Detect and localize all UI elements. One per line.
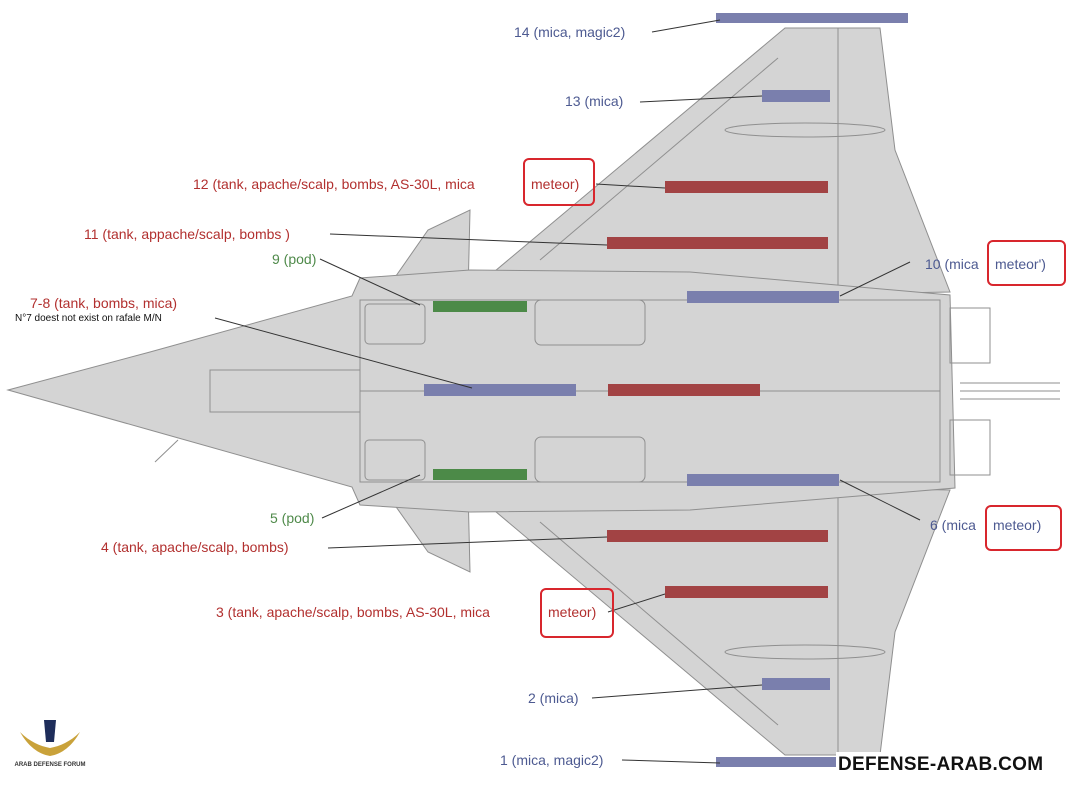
station-11-bar (607, 237, 828, 249)
station-10-bar (687, 291, 839, 303)
station-2-label: 2 (mica) (528, 690, 579, 706)
forum-logo: ARAB DEFENSE FORUM (0, 712, 100, 782)
station-3-label: 3 (tank, apache/scalp, bombs, AS-30L, mi… (216, 604, 490, 620)
station-12-bar (665, 181, 828, 193)
upper-elevon (837, 27, 951, 295)
station-6-bar (687, 474, 839, 486)
station-8-bar (608, 384, 760, 396)
station-10-meteor: meteor') (995, 256, 1046, 272)
lower-wing (468, 487, 839, 756)
watermark-box (836, 752, 1072, 782)
forum-logo-text: ARAB DEFENSE FORUM (14, 762, 85, 768)
station-5-bar (433, 469, 527, 480)
station-7-8-label: 7-8 (tank, bombs, mica) (30, 295, 178, 311)
highlight-box-3 (540, 588, 614, 638)
station-13-bar (762, 90, 830, 102)
highlight-box-12 (523, 158, 595, 206)
station-5-label: 5 (pod) (270, 510, 315, 526)
leader-lines (214, 19, 921, 764)
station-3-meteor: meteor) (548, 604, 597, 620)
highlight-box-6 (985, 505, 1062, 551)
wingtip-rail-1 (716, 757, 908, 767)
site-watermark: DEFENSE-ARAB.COM (838, 754, 1044, 775)
station-7-note: N°7 doest not exist on rafale M/N (15, 313, 162, 324)
station-4-label: 4 (tank, apache/scalp, bombs) (101, 539, 289, 555)
station-6-meteor: meteor) (993, 517, 1042, 533)
station-4-bar (607, 530, 828, 542)
station-12-meteor: meteor) (531, 176, 580, 192)
wingtip-rail-14 (716, 13, 908, 23)
station-9-bar (433, 301, 527, 312)
station-12-label: 12 (tank, apache/scalp, bombs, AS-30L, m… (193, 176, 475, 192)
station-2-bar (762, 678, 830, 690)
highlight-box-10 (987, 240, 1066, 286)
station-7-bar (424, 384, 576, 396)
station-9-label: 9 (pod) (272, 251, 317, 267)
station-1-label: 1 (mica, magic2) (500, 752, 604, 768)
station-13-label: 13 (mica) (565, 93, 624, 109)
station-14-label: 14 (mica, magic2) (514, 24, 626, 40)
station-3-bar (665, 586, 828, 598)
station-11-label: 11 (tank, appache/scalp, bombs ) (84, 226, 290, 242)
station-6-label: 6 (mica (930, 517, 976, 533)
station-10-label: 10 (mica (925, 256, 979, 272)
